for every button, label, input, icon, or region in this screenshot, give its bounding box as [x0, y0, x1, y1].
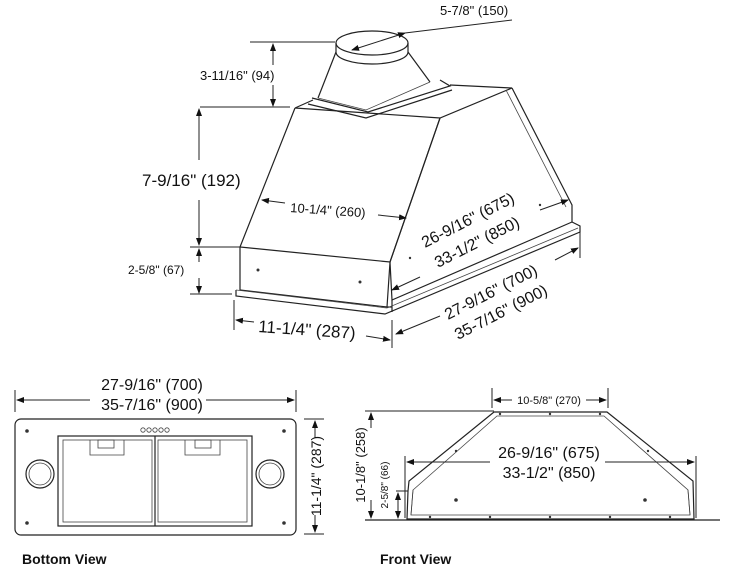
label-front-total-height: 10-1/8" (258) [353, 427, 368, 502]
front-outline [406, 411, 695, 520]
control-buttons [140, 427, 170, 433]
bottom-view: 27-9/16" (700) 35-7/16" (900) [14, 377, 324, 567]
duct-collar [307, 30, 453, 119]
dim-collar-height: 3-11/16" (94) [200, 41, 335, 108]
dim-top-depth: 10-1/4" (260) [261, 197, 407, 220]
label-bottom-width-a: 27-9/16" (700) [101, 377, 203, 394]
bottom-panel [14, 418, 297, 536]
dim-depth: 11-1/4" (287) [233, 300, 391, 343]
light-right [255, 459, 285, 489]
label-depth: 11-1/4" (287) [258, 317, 356, 343]
label-bottom-width-b: 35-7/16" (900) [101, 397, 203, 414]
isometric-view: 5-7/8" (150) 3-11/16" (94) 7-9/16" (192)… [128, 3, 581, 348]
label-front-lower-height: 2-5/8" (67) [128, 263, 184, 277]
dim-duct-diameter: 5-7/8" (150) [351, 3, 513, 51]
label-front-top-width: 10-5/8" (270) [517, 395, 581, 407]
label-bottom-depth: 11-1/4" (287) [308, 436, 324, 516]
label-top-depth: 10-1/4" (260) [290, 200, 366, 220]
filter-right [157, 439, 248, 523]
front-view-title: Front View [380, 551, 451, 567]
dim-inner-width: 26-9/16" (675) 33-1/2" (850) [391, 190, 569, 291]
bottom-view-title: Bottom View [22, 551, 107, 567]
label-front-width-b: 33-1/2" (850) [503, 465, 596, 482]
label-front-lower-height: 2-5/8" (66) [380, 462, 391, 509]
dim-body-height: 7-9/16" (192) [142, 108, 241, 248]
light-left [25, 459, 55, 489]
label-front-width-a: 26-9/16" (675) [498, 445, 600, 462]
filter-left [62, 439, 153, 523]
front-view: 10-5/8" (270) 10-1/8" (258) 2-5/8" (66) [353, 388, 720, 567]
label-collar-height: 3-11/16" (94) [200, 68, 274, 83]
label-duct-diameter: 5-7/8" (150) [440, 3, 508, 18]
dim-front-lower-height: 2-5/8" (67) [128, 248, 232, 295]
label-body-height: 7-9/16" (192) [142, 171, 241, 190]
hood-body [235, 84, 581, 315]
